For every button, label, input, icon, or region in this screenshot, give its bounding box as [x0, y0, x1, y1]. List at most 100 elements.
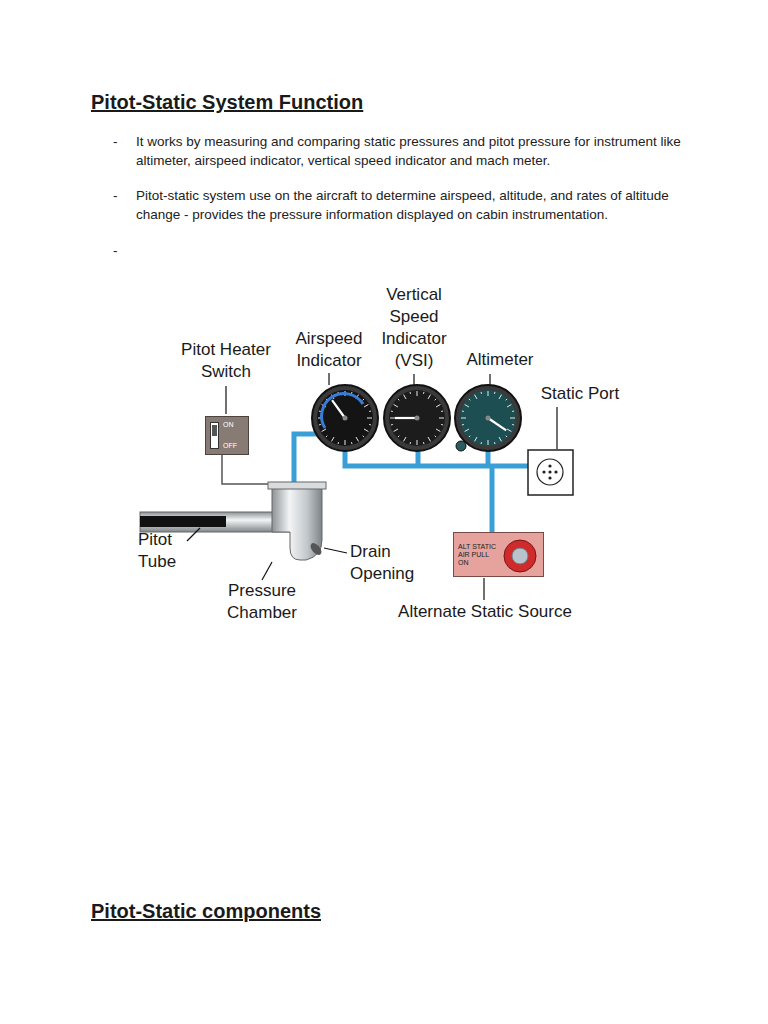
leader-lines: [413, 374, 414, 385]
section-heading: Pitot-Static components: [91, 900, 321, 923]
instrument-dial: [398, 436, 399, 437]
pitot-tube: [308, 541, 323, 557]
instrument-dial: [436, 405, 440, 408]
switch-position: ON: [223, 421, 245, 429]
instrument-dial: [462, 424, 464, 426]
instrument-dial: [312, 385, 378, 451]
instrument-dial: [319, 424, 321, 426]
static-port: [528, 450, 573, 495]
callout-label: Vertical Speed Indicator (VSI): [375, 284, 453, 372]
instrument-dial: [317, 390, 373, 446]
instrument-dial: [512, 411, 514, 413]
instrument-dial: [404, 437, 407, 441]
instrument-dial: [499, 395, 502, 399]
instrument-dial: [469, 399, 470, 400]
instrument-dial: [415, 416, 420, 421]
instrument-dial: [435, 399, 436, 400]
callout-label: Alternate Static Source: [365, 601, 605, 623]
instrument-dial: [481, 392, 483, 394]
instrument-dial: [506, 399, 507, 400]
instrument-dial: [441, 424, 443, 426]
bullet-dash: -: [113, 133, 118, 152]
instrument-dial: [389, 390, 445, 446]
callout-label: Pitot Heater Switch: [164, 339, 288, 383]
instrument-dial: [332, 437, 335, 441]
page-heading: Pitot-Static System Function: [91, 91, 363, 114]
instrument-dial: [475, 437, 478, 441]
instrument-dial: [499, 437, 502, 441]
callout-label: Altimeter: [455, 349, 545, 371]
instrument-dial: [394, 405, 398, 408]
instrument-dial: [461, 418, 466, 419]
leader-lines: [483, 578, 484, 600]
instrument-dial: [384, 385, 450, 451]
instrument-dial: [391, 424, 393, 426]
leader-lines: [262, 562, 272, 580]
instrument-dials: [312, 385, 521, 451]
instrument-dial: [460, 390, 516, 446]
instrument-dial: [398, 399, 399, 400]
instrument-dial: [481, 442, 483, 444]
callout-label: Drain Opening: [350, 541, 430, 585]
leader-lines: [328, 373, 329, 385]
instrument-dial: [465, 405, 469, 408]
pitot-tube: [140, 516, 226, 527]
instrument-dial: [363, 436, 364, 437]
instrument-dial: [343, 416, 348, 421]
instrument-dial: [488, 440, 489, 445]
instrument-dial: [423, 442, 425, 444]
instrument-dial: [394, 429, 398, 432]
instrument-dial: [465, 429, 469, 432]
bullet-dash: -: [113, 242, 118, 261]
instrument-dial: [369, 411, 371, 413]
static-line: [345, 449, 528, 533]
instrument-dial: [488, 391, 489, 396]
callout-label: Pressure Chamber: [216, 580, 308, 624]
static-port: [528, 450, 573, 495]
instrument-dial: [512, 424, 514, 426]
control-placard: ALT STATIC AIR PULL ON: [458, 543, 498, 567]
instrument-dial: [507, 429, 511, 432]
instrument-dial: [462, 411, 464, 413]
instrument-dial: [456, 441, 466, 451]
instrument-dial: [384, 385, 450, 451]
static-port: [542, 470, 545, 473]
instrument-dial: [391, 411, 393, 413]
leader-lines: [187, 528, 200, 541]
instrument-dial: [423, 392, 425, 394]
instrument-dial: [332, 400, 345, 418]
instrument-dial: [345, 440, 346, 445]
instrument-dial: [404, 395, 407, 399]
pitot-tube: [268, 482, 326, 489]
callout-label: Pitot Tube: [138, 529, 198, 573]
instrument-dial: [395, 417, 417, 419]
instrument-dial: [410, 442, 412, 444]
instrument-dial: [510, 418, 515, 419]
instrument-dial: [506, 436, 507, 437]
pitot-line: [294, 434, 316, 484]
static-port: [548, 470, 551, 473]
body-paragraph: Pitot-static system use on the aircraft …: [136, 187, 681, 224]
instrument-dial: [486, 416, 491, 421]
instrument-dial: [475, 395, 478, 399]
instrument-dial: [455, 385, 521, 451]
instrument-dial: [488, 418, 506, 430]
instrument-dial: [417, 440, 418, 445]
instrument-dial: [322, 429, 326, 432]
instrument-dial: [369, 424, 371, 426]
instrument-dial: [428, 437, 431, 441]
leader-lines: [187, 373, 557, 600]
static-port: [537, 459, 563, 485]
instrument-dial: [390, 418, 395, 419]
static-line: [345, 449, 528, 533]
toggle-lever: [210, 422, 219, 449]
instrument-dial: [436, 429, 440, 432]
instrument-dial: [428, 395, 431, 399]
instrument-dial: [439, 418, 444, 419]
static-port: [554, 470, 557, 473]
instrument-dial: [338, 442, 340, 444]
pull-knob: [512, 548, 528, 564]
pitot-line: [294, 434, 316, 484]
alternate-static-control: ALT STATIC AIR PULL ON: [453, 532, 544, 577]
instrument-dial: [435, 436, 436, 437]
